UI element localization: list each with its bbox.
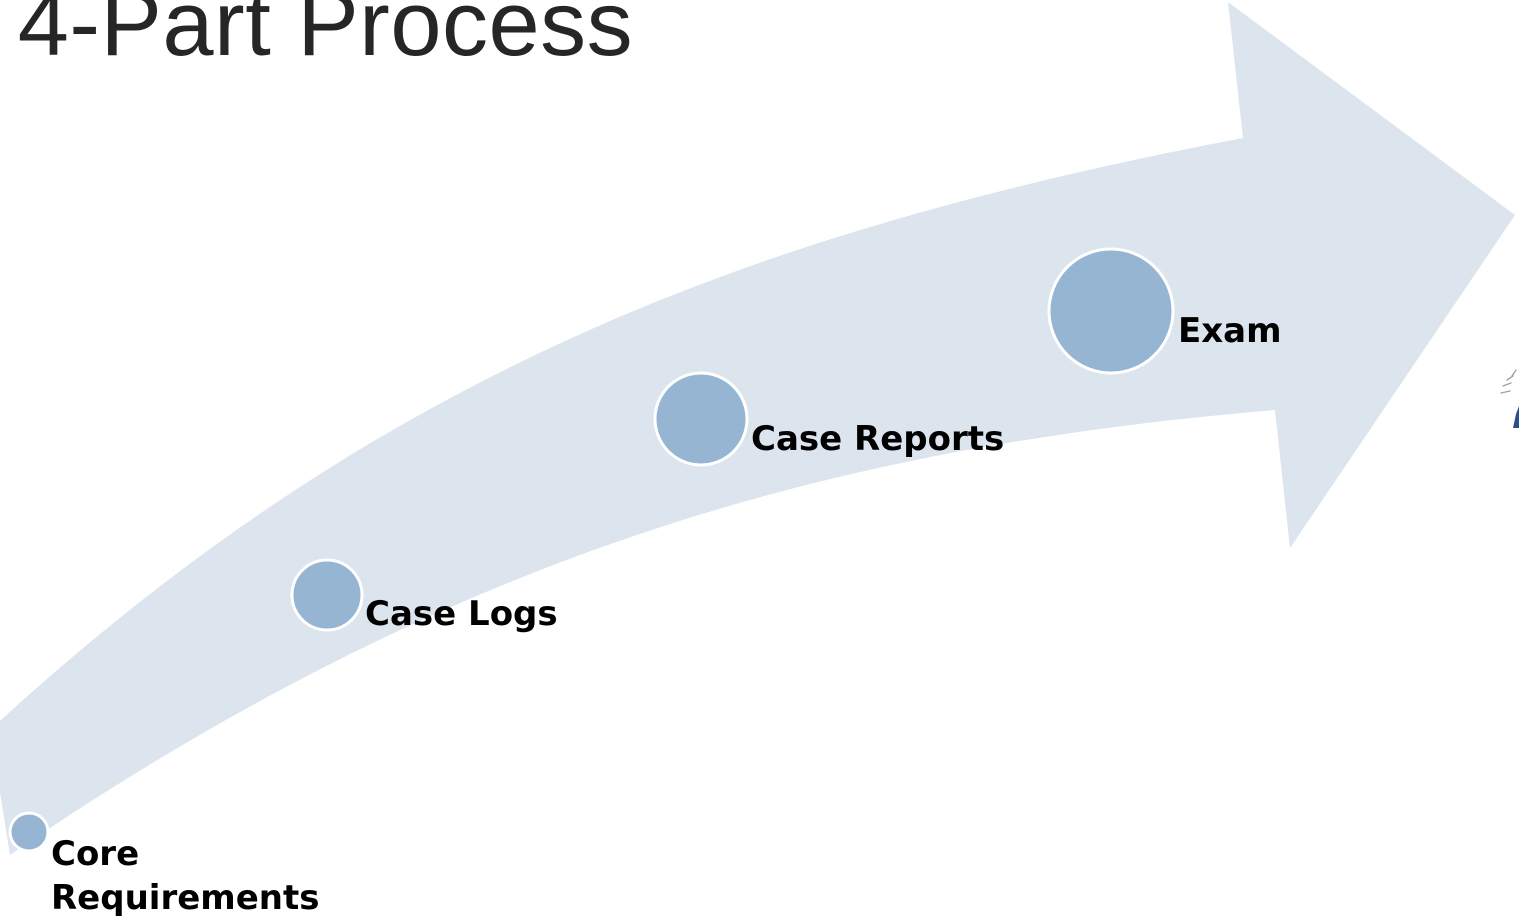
partial-logo-icon bbox=[1500, 369, 1519, 428]
step-node-core-requirements bbox=[8, 811, 50, 853]
step-label-case-logs: Case Logs bbox=[365, 594, 558, 634]
step-label-case-reports: Case Reports bbox=[751, 419, 1005, 459]
slide-title: e 4-Part Process bbox=[0, 0, 634, 75]
step-node-case-reports bbox=[653, 371, 749, 467]
step-node-exam bbox=[1047, 247, 1175, 375]
step-node-case-logs bbox=[290, 558, 364, 632]
step-label-exam: Exam bbox=[1178, 311, 1282, 351]
curved-arrow bbox=[0, 2, 1515, 855]
step-label-core-requirements: Core Requirements bbox=[51, 834, 320, 918]
